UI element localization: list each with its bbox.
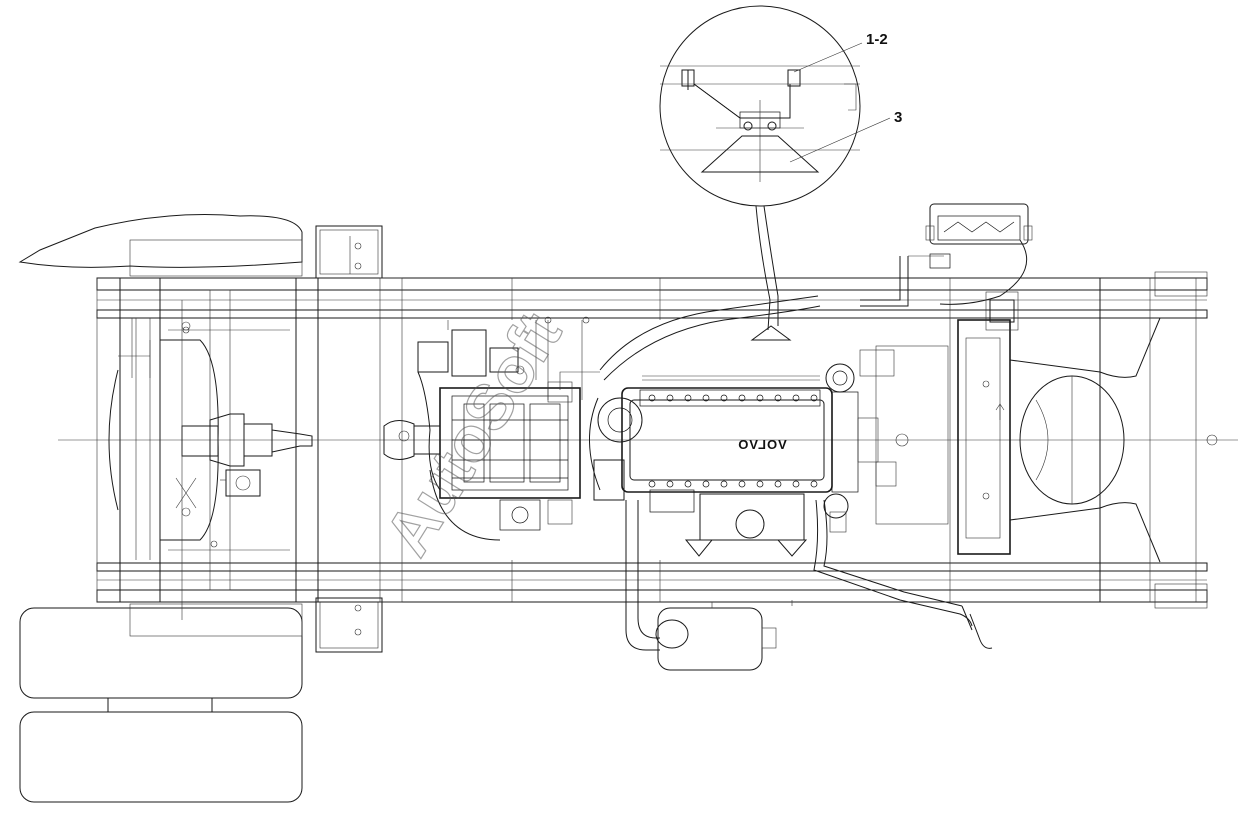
detail-magnifier [659, 5, 891, 341]
transmission [417, 316, 590, 541]
watermark-text: AutoSoft [371, 300, 575, 567]
center-mark-2 [895, 433, 909, 447]
center-mark [1206, 434, 1218, 446]
engine-brand-label: VOLVO [737, 437, 787, 452]
expansion-tank [925, 203, 1033, 269]
upper-fender [18, 214, 303, 277]
radiator [875, 291, 1161, 563]
callout-label-3: 3 [894, 109, 902, 126]
engine-block: VOLVO [589, 349, 897, 557]
piping [535, 239, 1028, 651]
misc-details [118, 300, 993, 649]
callout-label-1-2: 1-2 [866, 31, 888, 48]
callout-leader-1 [793, 42, 863, 73]
callout-leader-2 [789, 117, 891, 163]
rear-tires [19, 607, 303, 803]
air-filter [655, 602, 777, 671]
